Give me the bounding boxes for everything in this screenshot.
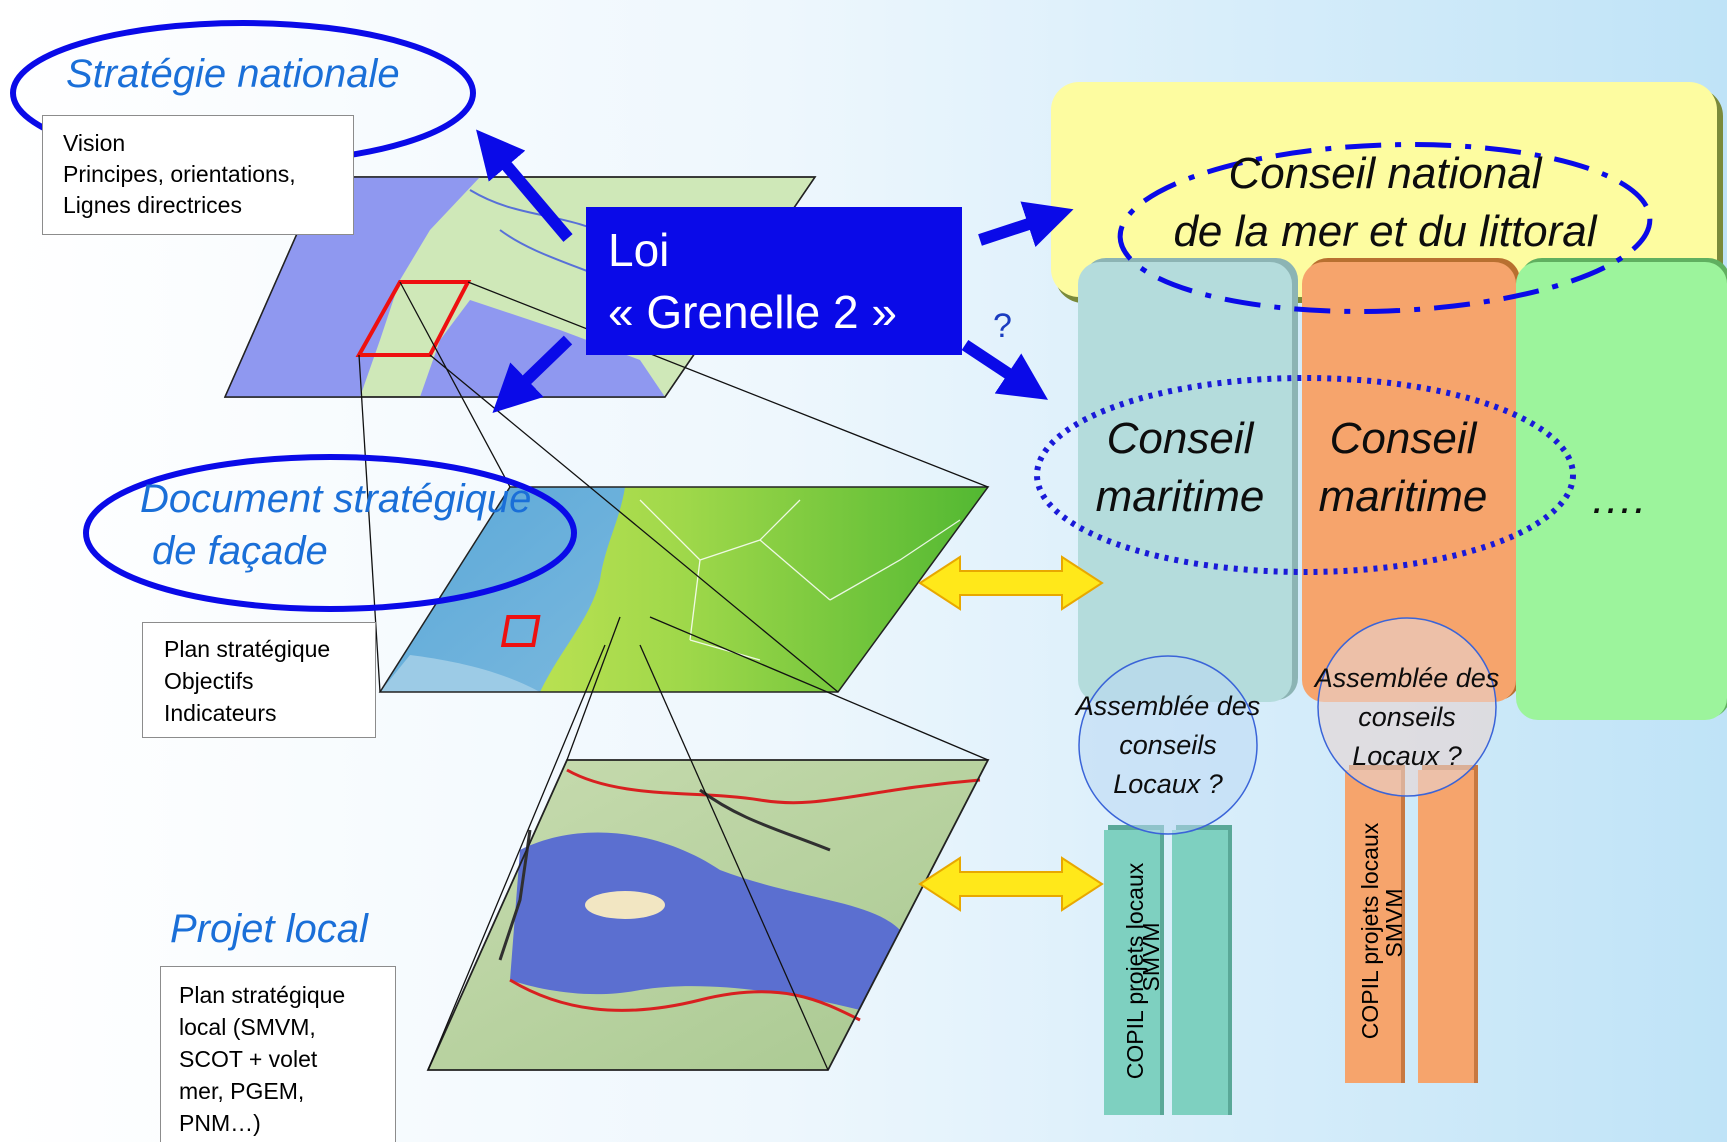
conseil-maritime-1-line-2: maritime — [1095, 472, 1265, 521]
assemblee-2-line-2: conseils — [1358, 702, 1456, 732]
councils-diagram — [1034, 82, 1727, 1115]
strategie-line-2: Principes, orientations, — [63, 161, 296, 187]
ellipsis-more-councils: …. — [1590, 474, 1647, 523]
assemblee-1-line-1: Assemblée des — [1075, 691, 1261, 721]
assemblee-1: Assemblée des conseils Locaux ? — [1058, 687, 1278, 804]
conseil-national-label: Conseil national de la mer et du littora… — [1110, 145, 1660, 261]
assemblee-2-line-3: Locaux ? — [1352, 741, 1462, 771]
document-strategique-title: Document stratégique de façade — [140, 473, 531, 577]
local-map-plane — [426, 759, 990, 1071]
strategie-line-1: Vision — [63, 130, 126, 156]
yellow-double-arrows — [918, 555, 1104, 912]
connector-lines — [358, 281, 989, 1071]
conseil-national-line-2: de la mer et du littoral — [1173, 207, 1597, 256]
pillar-label-smvm-2: SMVM — [1381, 888, 1407, 958]
document-title-line-2: de façade — [152, 529, 328, 573]
strategie-line-3: Lignes directrices — [63, 192, 242, 218]
document-strategique-box: Plan stratégique Objectifs Indicateurs — [142, 622, 376, 738]
loi-line-2: « Grenelle 2 » — [608, 286, 897, 338]
document-ellipse — [83, 454, 577, 612]
document-line-3: Indicateurs — [164, 700, 277, 726]
assemblee-1-line-3: Locaux ? — [1113, 769, 1223, 799]
projet-line-5: PNM…) — [179, 1110, 261, 1136]
document-line-1: Plan stratégique — [164, 636, 331, 662]
loi-line-1: Loi — [608, 224, 670, 276]
projet-local-title: Projet local — [170, 907, 368, 951]
document-title-line-1: Document stratégique — [140, 477, 532, 521]
assemblee-1-line-2: conseils — [1119, 730, 1217, 760]
blue-arrows — [476, 129, 1074, 414]
pillar-label-smvm-1: SMVM — [1138, 922, 1164, 992]
strategie-nationale-title: Stratégie nationale — [66, 52, 400, 96]
projet-line-1: Plan stratégique — [179, 982, 346, 1008]
loi-grenelle-box: Loi « Grenelle 2 » — [586, 207, 962, 355]
conseil-maritime-2-line-1: Conseil — [1329, 414, 1477, 463]
projet-line-2: local (SMVM, — [179, 1014, 316, 1040]
question-mark: ? — [993, 307, 1012, 345]
assemblee-2-line-1: Assemblée des — [1314, 663, 1500, 693]
conseil-maritime-2: Conseil maritime — [1303, 410, 1503, 526]
conseil-maritime-2-line-2: maritime — [1318, 472, 1488, 521]
conseil-national-line-1: Conseil national — [1228, 149, 1542, 198]
conseil-maritime-1-line-1: Conseil — [1106, 414, 1254, 463]
projet-local-box: Plan stratégique local (SMVM, SCOT + vol… — [160, 966, 396, 1142]
projet-line-4: mer, PGEM, — [179, 1078, 305, 1104]
projet-line-3: SCOT + volet — [179, 1046, 318, 1072]
document-line-2: Objectifs — [164, 668, 254, 694]
assemblee-2: Assemblée des conseils Locaux ? — [1300, 659, 1514, 776]
conseil-maritime-1: Conseil maritime — [1080, 410, 1280, 526]
strategie-nationale-box: Vision Principes, orientations, Lignes d… — [42, 115, 354, 235]
